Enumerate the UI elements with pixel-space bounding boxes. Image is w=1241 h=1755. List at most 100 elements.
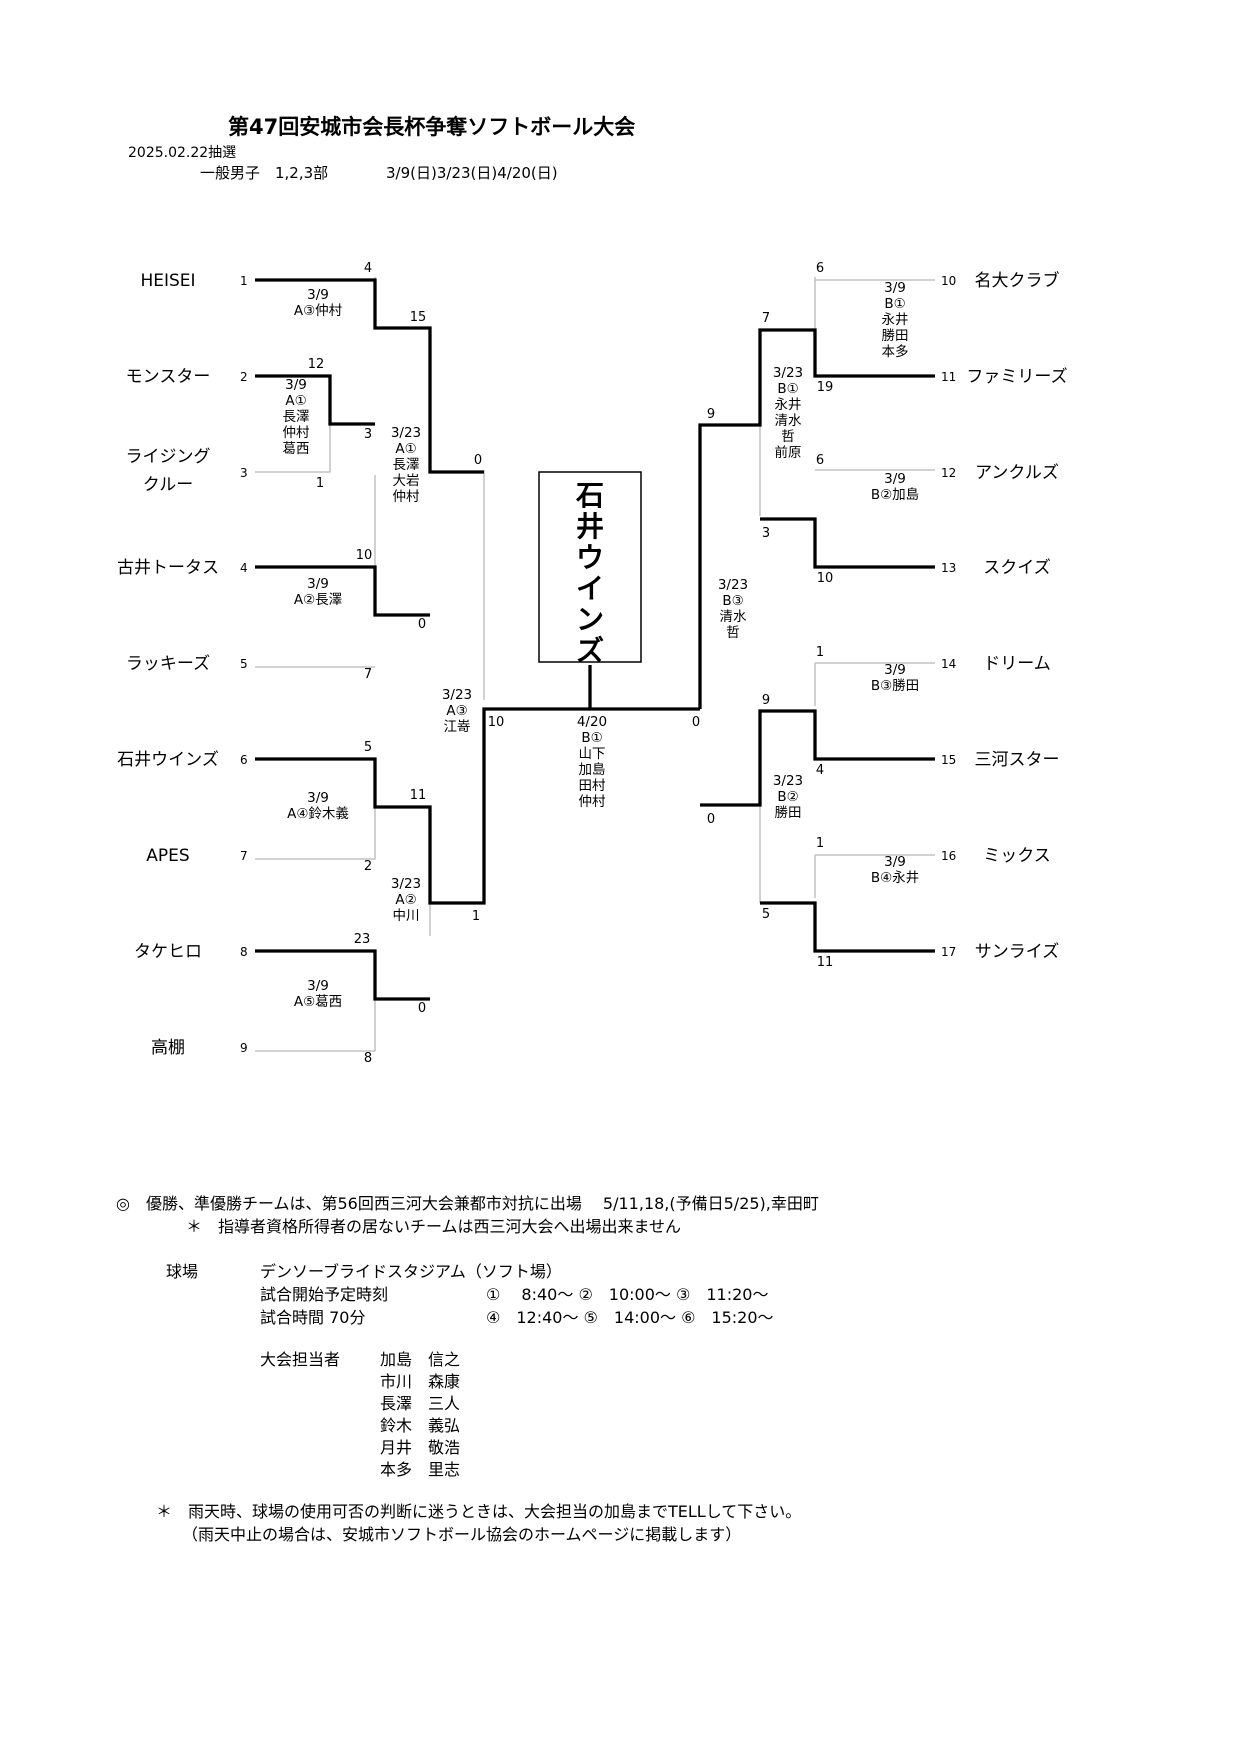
score-l-45: 0 (418, 617, 426, 632)
game-r-g5-line: B③勝田 (871, 678, 919, 694)
team-name: サンライズ (975, 942, 1060, 962)
game-l-g4-line: 3/9 (307, 576, 329, 592)
score-r-15: 4 (816, 763, 824, 778)
game-r-g3-line: 3/9 (884, 471, 906, 487)
team-seed: 11 (941, 370, 956, 384)
score-l-2-3: 12 (308, 357, 325, 372)
rain-note-detail: （雨天中止の場合は、安城市ソフトボール協会のホームページに掲載します） (182, 1525, 742, 1544)
score-labels: 4121315107005211238011061976103914911150… (308, 261, 834, 1066)
score-l-1: 4 (364, 261, 372, 276)
page-title: 第47回安城市会長杯争奪ソフトボール大会 (228, 115, 636, 139)
game-l-g2-line: A① (285, 393, 306, 409)
score-r-1213: 3 (762, 526, 770, 541)
start-times-row1: ① 8:40～ ② 10:00～ ③ 11:20～ (486, 1285, 769, 1304)
game-r-g1-line: B① (884, 296, 905, 312)
game-l-g3-line: 長澤 (393, 457, 420, 473)
score-l-6: 5 (364, 740, 372, 755)
team-name: 三河スター (975, 750, 1060, 770)
team-seed: 12 (941, 466, 956, 480)
team-name: ラッキーズ (126, 654, 210, 674)
score-l-89: 0 (418, 1001, 426, 1016)
start-time-label: 試合開始予定時刻 (260, 1285, 389, 1304)
game-l-g3-line: 3/23 (391, 425, 421, 441)
game-final-line: 仲村 (579, 794, 607, 810)
staff-member: 本多 里志 (380, 1460, 461, 1479)
team-name: モンスター (126, 367, 211, 387)
team-seed: 2 (240, 370, 248, 384)
team-seed: 3 (240, 466, 248, 480)
game-r-g4-line: 哲 (726, 625, 740, 641)
game-r-g2-line: B① (777, 381, 798, 397)
game-l-g3-line: 仲村 (393, 489, 420, 505)
champion-char: 井 (576, 510, 604, 543)
score-l-top-semi: 0 (474, 453, 482, 468)
score-l-8: 23 (354, 932, 371, 947)
score-r-1617: 5 (762, 907, 770, 922)
score-r-final: 0 (692, 715, 700, 730)
score-r-10: 6 (816, 261, 824, 276)
game-r-g4-line: 清水 (720, 609, 748, 625)
game-r-g6-line: 3/23 (773, 773, 803, 789)
game-l-g1-line: A③仲村 (294, 303, 343, 319)
game-l-g5-line: A③ (446, 703, 467, 719)
game-r-g1-line: 本多 (882, 343, 909, 360)
staff-member: 加島 信之 (380, 1350, 461, 1369)
game-r-g2-line: 哲 (781, 429, 795, 445)
team-seed: 7 (240, 849, 248, 863)
score-l-23: 3 (364, 427, 372, 442)
start-times-row2: ④ 12:40～ ⑤ 14:00～ ⑥ 15:20～ (486, 1308, 774, 1327)
score-l-9: 8 (364, 1051, 372, 1066)
game-final-line: 田村 (579, 778, 607, 794)
team-seed: 8 (240, 945, 248, 959)
score-r-bot-semi: 0 (707, 812, 715, 827)
staff-member: 月井 敬浩 (380, 1438, 461, 1457)
champion-box (538, 471, 642, 663)
champion-name: 石井ウインズ (575, 479, 604, 667)
team-name: アンクルズ (975, 463, 1059, 483)
score-l-5: 7 (364, 667, 372, 682)
team-seed: 1 (240, 274, 248, 288)
game-l-g8-line: 3/9 (307, 978, 329, 994)
score-r-14: 1 (816, 645, 824, 660)
game-r-g3-line: B②加島 (871, 487, 919, 503)
game-labels: 3/9A③仲村3/9A①長澤仲村葛西3/23A①長澤大岩仲村3/9A②長澤3/2… (283, 280, 920, 1010)
team-name: クルー (143, 475, 194, 495)
score-l-6-r2: 11 (410, 788, 427, 803)
champion-char: ン (576, 603, 604, 636)
game-final-line: 4/20 (577, 714, 607, 730)
game-final-line: 加島 (579, 762, 606, 778)
score-r-top-semi: 9 (707, 407, 715, 422)
game-l-g6-line: 3/9 (307, 790, 329, 806)
team-name: ファミリーズ (966, 367, 1067, 387)
game-l-g7-line: 中川 (393, 908, 420, 924)
game-final-line: 山下 (579, 746, 606, 762)
game-l-g5-line: 3/23 (442, 687, 472, 703)
staff-member: 市川 森康 (380, 1372, 461, 1391)
champion-char: ズ (576, 634, 604, 667)
schedule-dates: 3/9(日)3/23(日)4/20(日) (386, 164, 558, 182)
champion-char: ウ (576, 541, 604, 574)
game-l-g3-line: A① (395, 441, 416, 457)
game-l-g2-line: 長澤 (283, 409, 310, 425)
team-seed: 16 (941, 849, 956, 863)
game-r-g1-line: 3/9 (884, 280, 906, 296)
score-l-bot-semi: 1 (472, 909, 480, 924)
team-seed: 15 (941, 753, 956, 767)
game-r-g2-line: 3/23 (773, 365, 803, 381)
game-l-g6-line: A④鈴木義 (287, 805, 349, 822)
team-seed: 5 (240, 657, 248, 671)
team-name: ドリーム (983, 654, 1051, 674)
team-seed: 14 (941, 657, 956, 671)
game-l-g2-line: 葛西 (283, 441, 310, 457)
game-r-g1-line: 勝田 (882, 328, 909, 344)
game-r-g6-line: B② (777, 789, 798, 805)
game-r-g7-line: 3/9 (884, 854, 906, 870)
game-r-g6-line: 勝田 (775, 805, 802, 821)
team-name: ライジング (126, 447, 211, 467)
game-r-g4-line: 3/23 (718, 577, 748, 593)
team-name: 高棚 (151, 1038, 185, 1058)
